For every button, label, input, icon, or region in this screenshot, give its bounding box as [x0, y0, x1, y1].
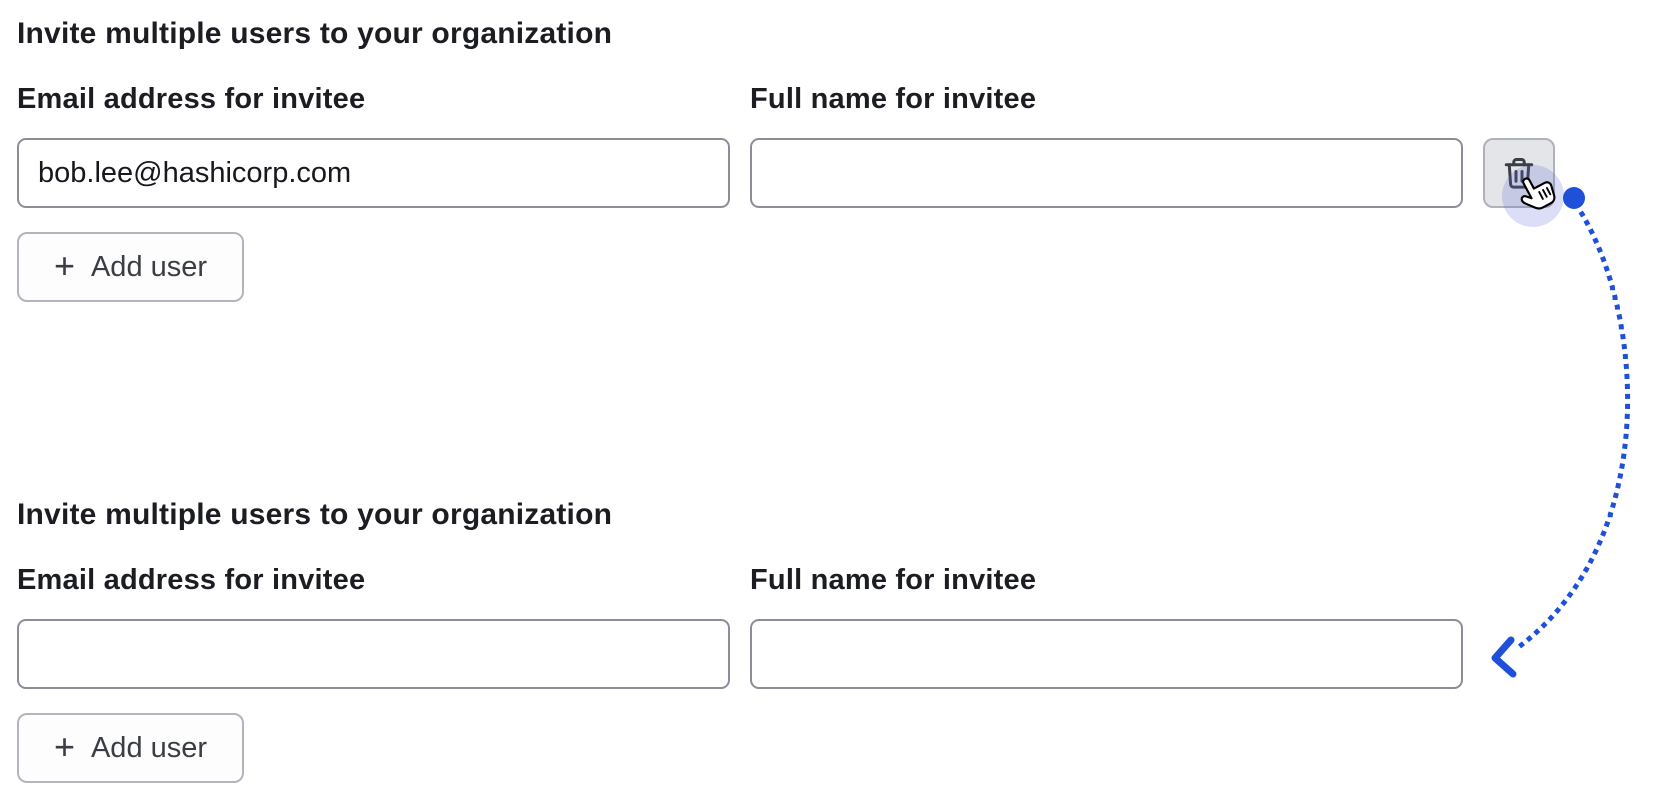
fullname-field-group: Full name for invitee: [750, 84, 1463, 208]
delete-row-button[interactable]: [1483, 138, 1555, 208]
add-user-button[interactable]: + Add user: [17, 232, 244, 302]
email-label: Email address for invitee: [17, 83, 366, 115]
plus-icon: +: [53, 244, 75, 286]
add-user-label: Add user: [90, 250, 208, 283]
fullname-label: Full name for invitee: [750, 564, 1037, 596]
fullname-label: Full name for invitee: [750, 83, 1037, 115]
invitee-row: Email address for invitee Full name for …: [17, 84, 1672, 208]
add-user-button[interactable]: + Add user: [17, 713, 244, 783]
email-field-group: Email address for invitee: [17, 84, 730, 208]
fullname-field-group: Full name for invitee: [750, 565, 1463, 689]
plus-icon: +: [53, 725, 75, 767]
fullname-input[interactable]: [750, 138, 1463, 208]
email-input[interactable]: [17, 619, 730, 689]
email-label: Email address for invitee: [17, 564, 366, 596]
page-title: Invite multiple users to your organizati…: [17, 498, 613, 531]
trash-icon: [1504, 158, 1534, 189]
fullname-input[interactable]: [750, 619, 1463, 689]
invite-form-after: Invite multiple users to your organizati…: [17, 497, 1672, 783]
page-title: Invite multiple users to your organizati…: [17, 17, 613, 50]
add-user-label: Add user: [90, 731, 208, 764]
email-input[interactable]: [17, 138, 730, 208]
invitee-row: Email address for invitee Full name for …: [17, 565, 1672, 689]
invite-form-before: Invite multiple users to your organizati…: [17, 16, 1672, 302]
email-field-group: Email address for invitee: [17, 565, 730, 689]
